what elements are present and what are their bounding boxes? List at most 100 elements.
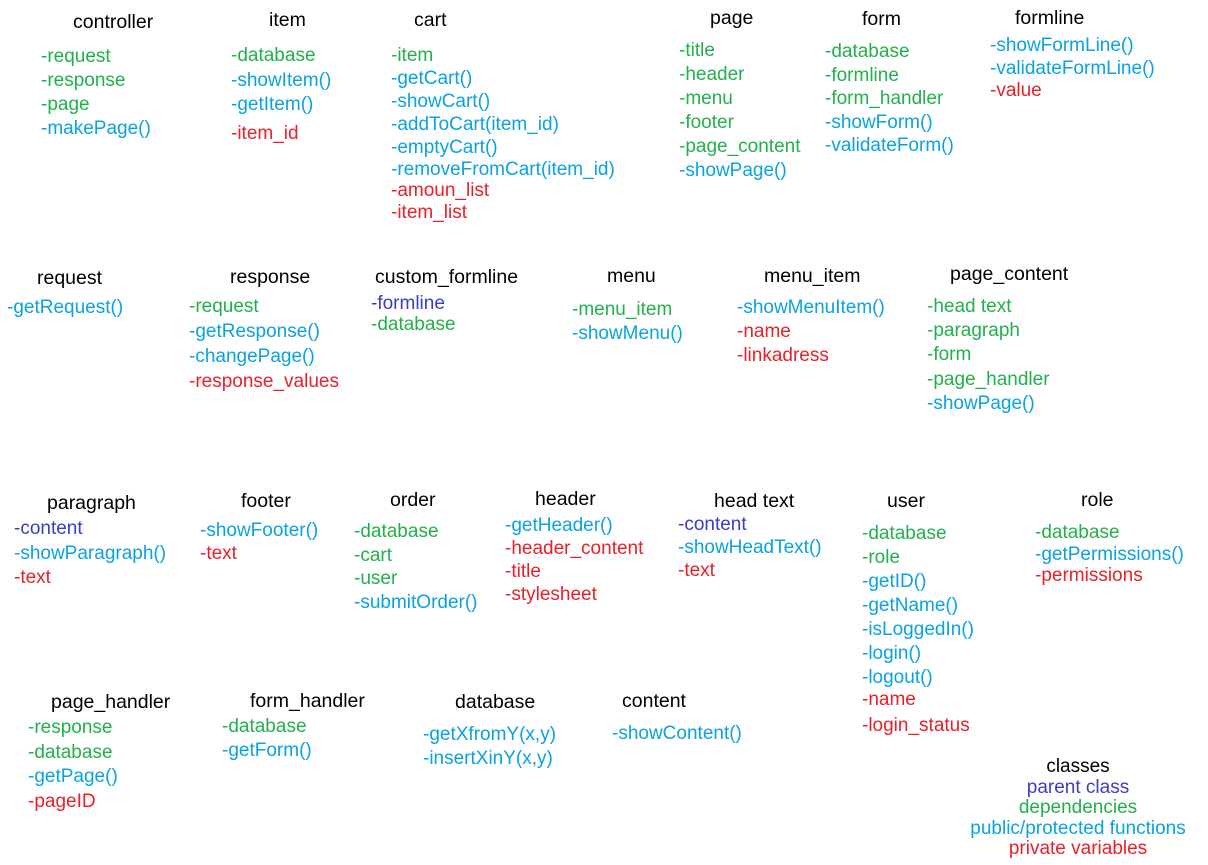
member-page-title: -title <box>679 40 715 61</box>
member-user-getid: -getID() <box>862 571 927 592</box>
class-title-head-text: head text <box>714 490 795 512</box>
member-page-footer: -footer <box>679 112 734 133</box>
member-formline-validateformline: -validateFormLine() <box>990 57 1155 79</box>
member-page-handler-database: -database <box>28 741 113 763</box>
class-title-form-handler: form_handler <box>250 690 365 712</box>
member-user-database: -database <box>862 523 947 544</box>
member-page-showpage: -showPage() <box>679 160 787 181</box>
legend: classes parent class dependencies public… <box>955 756 1201 860</box>
member-footer-showfooter: -showFooter() <box>200 520 319 541</box>
member-user-name: -name <box>862 689 916 710</box>
member-order-submitorder: -submitOrder() <box>354 591 478 613</box>
member-page-content-form: -form <box>927 344 972 366</box>
member-page-handler-pageid: -pageID <box>28 790 96 812</box>
member-user-logout: -logout() <box>862 667 933 688</box>
member-page-page-content: -page_content <box>679 136 801 157</box>
legend-parent-class: parent class <box>1026 776 1130 798</box>
member-page-content-paragraph: -paragraph <box>927 320 1020 342</box>
member-item-showitem: -showItem() <box>231 69 332 91</box>
member-menu-menu-item: -menu_item <box>572 299 673 320</box>
member-role-permissions: -permissions <box>1035 565 1143 586</box>
member-response-request: -request <box>189 296 259 317</box>
member-header-stylesheet: -stylesheet <box>505 584 597 605</box>
member-head-text-content: -content <box>678 514 747 535</box>
class-title-order: order <box>390 489 436 511</box>
member-header-title: -title <box>505 561 541 582</box>
class-title-menu: menu <box>607 265 656 287</box>
member-item-getitem: -getItem() <box>231 94 314 115</box>
member-user-login-status: -login_status <box>862 715 970 736</box>
member-cart-item: -item <box>391 45 434 66</box>
class-title-page-content: page_content <box>950 263 1069 285</box>
member-response-response-values: -response_values <box>189 371 339 392</box>
member-user-getname: -getName() <box>862 595 959 616</box>
member-item-item-id: -item_id <box>231 122 299 144</box>
member-form-handler-getform: -getForm() <box>222 740 312 761</box>
member-page-menu: -menu <box>679 88 733 109</box>
member-cart-emptycart: -emptyCart() <box>391 137 498 158</box>
member-page-content-head-text: -head text <box>927 296 1012 317</box>
class-title-page-handler: page_handler <box>51 691 171 713</box>
class-title-custom-formline: custom_formline <box>375 266 519 288</box>
member-role-database: -database <box>1035 522 1120 543</box>
member-page-content-showpage: -showPage() <box>927 392 1035 414</box>
class-title-form: form <box>862 8 901 30</box>
legend-dependencies: dependencies <box>1018 797 1138 818</box>
member-formline-showformline: -showFormLine() <box>990 35 1134 56</box>
member-cart-getcart: -getCart() <box>391 68 473 89</box>
member-form-database: -database <box>825 41 910 62</box>
class-title-database: database <box>455 691 536 713</box>
member-cart-amoun-list: -amoun_list <box>391 180 490 201</box>
member-form-formline: -formline <box>825 64 899 86</box>
class-title-user: user <box>887 490 925 512</box>
member-footer-text: -text <box>200 543 237 564</box>
class-title-role: role <box>1081 489 1114 511</box>
member-form-form-handler: -form_handler <box>825 88 944 109</box>
member-controller-response: -response <box>41 70 126 91</box>
class-title-response: response <box>230 266 311 288</box>
class-title-formline: formline <box>1015 7 1085 29</box>
member-controller-page: -page <box>41 94 90 115</box>
member-order-cart: -cart <box>354 544 392 566</box>
member-user-login: -login() <box>862 643 922 664</box>
member-page-handler-response: -response <box>28 717 113 738</box>
member-user-role: -role <box>862 547 901 568</box>
member-formline-value: -value <box>990 80 1042 101</box>
member-menu-item-linkadress: -linkadress <box>737 345 829 366</box>
class-title-controller: controller <box>73 11 154 33</box>
member-content-showcontent: -showContent() <box>612 723 742 744</box>
member-response-getresponse: -getResponse() <box>189 321 320 342</box>
class-title-request: request <box>37 267 103 289</box>
member-page-content-page-handler: -page_handler <box>927 368 1050 390</box>
member-header-header-content: -header_content <box>505 538 644 559</box>
legend-private-variables: private variables <box>1008 838 1148 859</box>
class-title-item: item <box>269 9 306 31</box>
legend-public-functions: public/protected functions <box>970 817 1186 839</box>
member-database-getxfromy-x-y: -getXfromY(x,y) <box>423 724 557 745</box>
class-title-cart: cart <box>414 9 447 31</box>
member-form-validateform: -validateForm() <box>825 135 954 156</box>
member-database-insertxiny-x-y: -insertXinY(x,y) <box>423 748 553 769</box>
member-order-database: -database <box>354 521 439 542</box>
member-cart-addtocart-item-id: -addToCart(item_id) <box>391 114 559 135</box>
class-title-menu-item: menu_item <box>764 265 861 287</box>
member-menu-showmenu: -showMenu() <box>572 323 683 344</box>
member-paragraph-text: -text <box>14 567 51 588</box>
class-title-page: page <box>710 7 754 29</box>
member-request-getrequest: -getRequest() <box>7 297 124 318</box>
member-custom-formline-formline: -formline <box>371 293 445 314</box>
member-page-handler-getpage: -getPage() <box>28 766 118 787</box>
legend-title: classes <box>1046 756 1110 777</box>
member-response-changepage: -changePage() <box>189 346 315 367</box>
member-user-isloggedin: -isLoggedIn() <box>862 619 974 640</box>
class-title-footer: footer <box>241 490 291 512</box>
member-cart-showcart: -showCart() <box>391 91 491 112</box>
member-menu-item-showmenuitem: -showMenuItem() <box>737 297 885 318</box>
class-title-header: header <box>535 488 596 510</box>
member-cart-removefromcart-item-id: -removeFromCart(item_id) <box>391 159 615 180</box>
member-custom-formline-database: -database <box>371 314 456 335</box>
member-head-text-text: -text <box>678 560 715 581</box>
class-title-content: content <box>622 690 686 712</box>
member-order-user: -user <box>354 568 398 589</box>
